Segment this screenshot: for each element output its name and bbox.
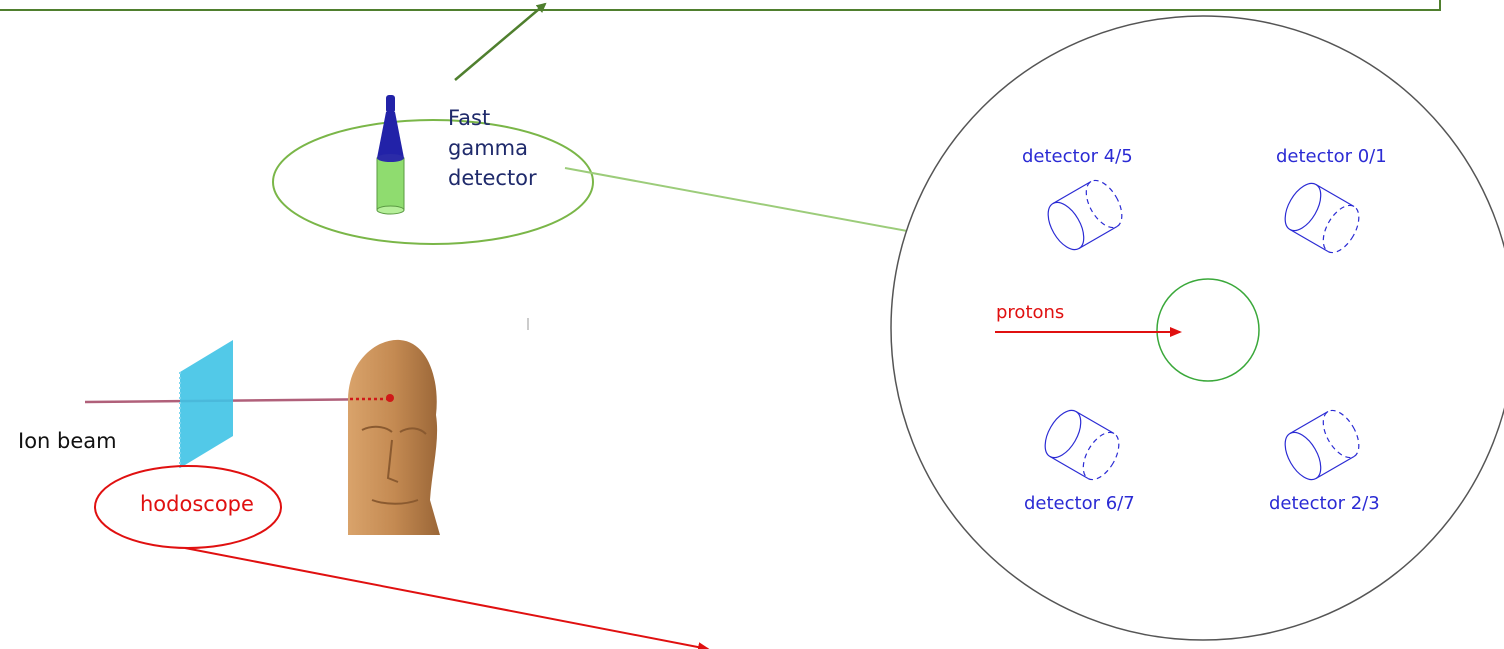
detector-setup-circle (890, 15, 1504, 641)
detector-0-1-label: detector 0/1 (1276, 146, 1387, 167)
gamma-to-setup-arrow (564, 167, 920, 237)
detector-4-5-label: detector 4/5 (1022, 146, 1133, 167)
gamma-detector-icon (376, 95, 405, 215)
gamma-to-top-arrow (454, 2, 547, 81)
detector-6-7-label: detector 6/7 (1024, 493, 1135, 514)
fast-gamma-detector-label: Fast gamma detector (448, 106, 537, 190)
detector-2-3-shape (1284, 409, 1360, 481)
hodoscope-arrow (184, 547, 710, 649)
protons-label: protons (996, 302, 1065, 323)
target-circle (1156, 278, 1260, 382)
top-box-edge (0, 0, 1441, 11)
hodoscope-label: hodoscope (140, 492, 254, 516)
detector-2-3-label: detector 2/3 (1269, 493, 1380, 514)
hodoscope-plate (180, 340, 233, 468)
ion-beam-label: Ion beam (18, 429, 117, 453)
head-figure (348, 339, 440, 535)
ion-beam-line (84, 397, 391, 404)
detector-0-1-shape (1284, 182, 1360, 254)
detector-4-5-shape (1047, 179, 1123, 251)
detector-6-7-shape (1044, 409, 1120, 481)
gamma-detector-ellipse (272, 119, 594, 245)
